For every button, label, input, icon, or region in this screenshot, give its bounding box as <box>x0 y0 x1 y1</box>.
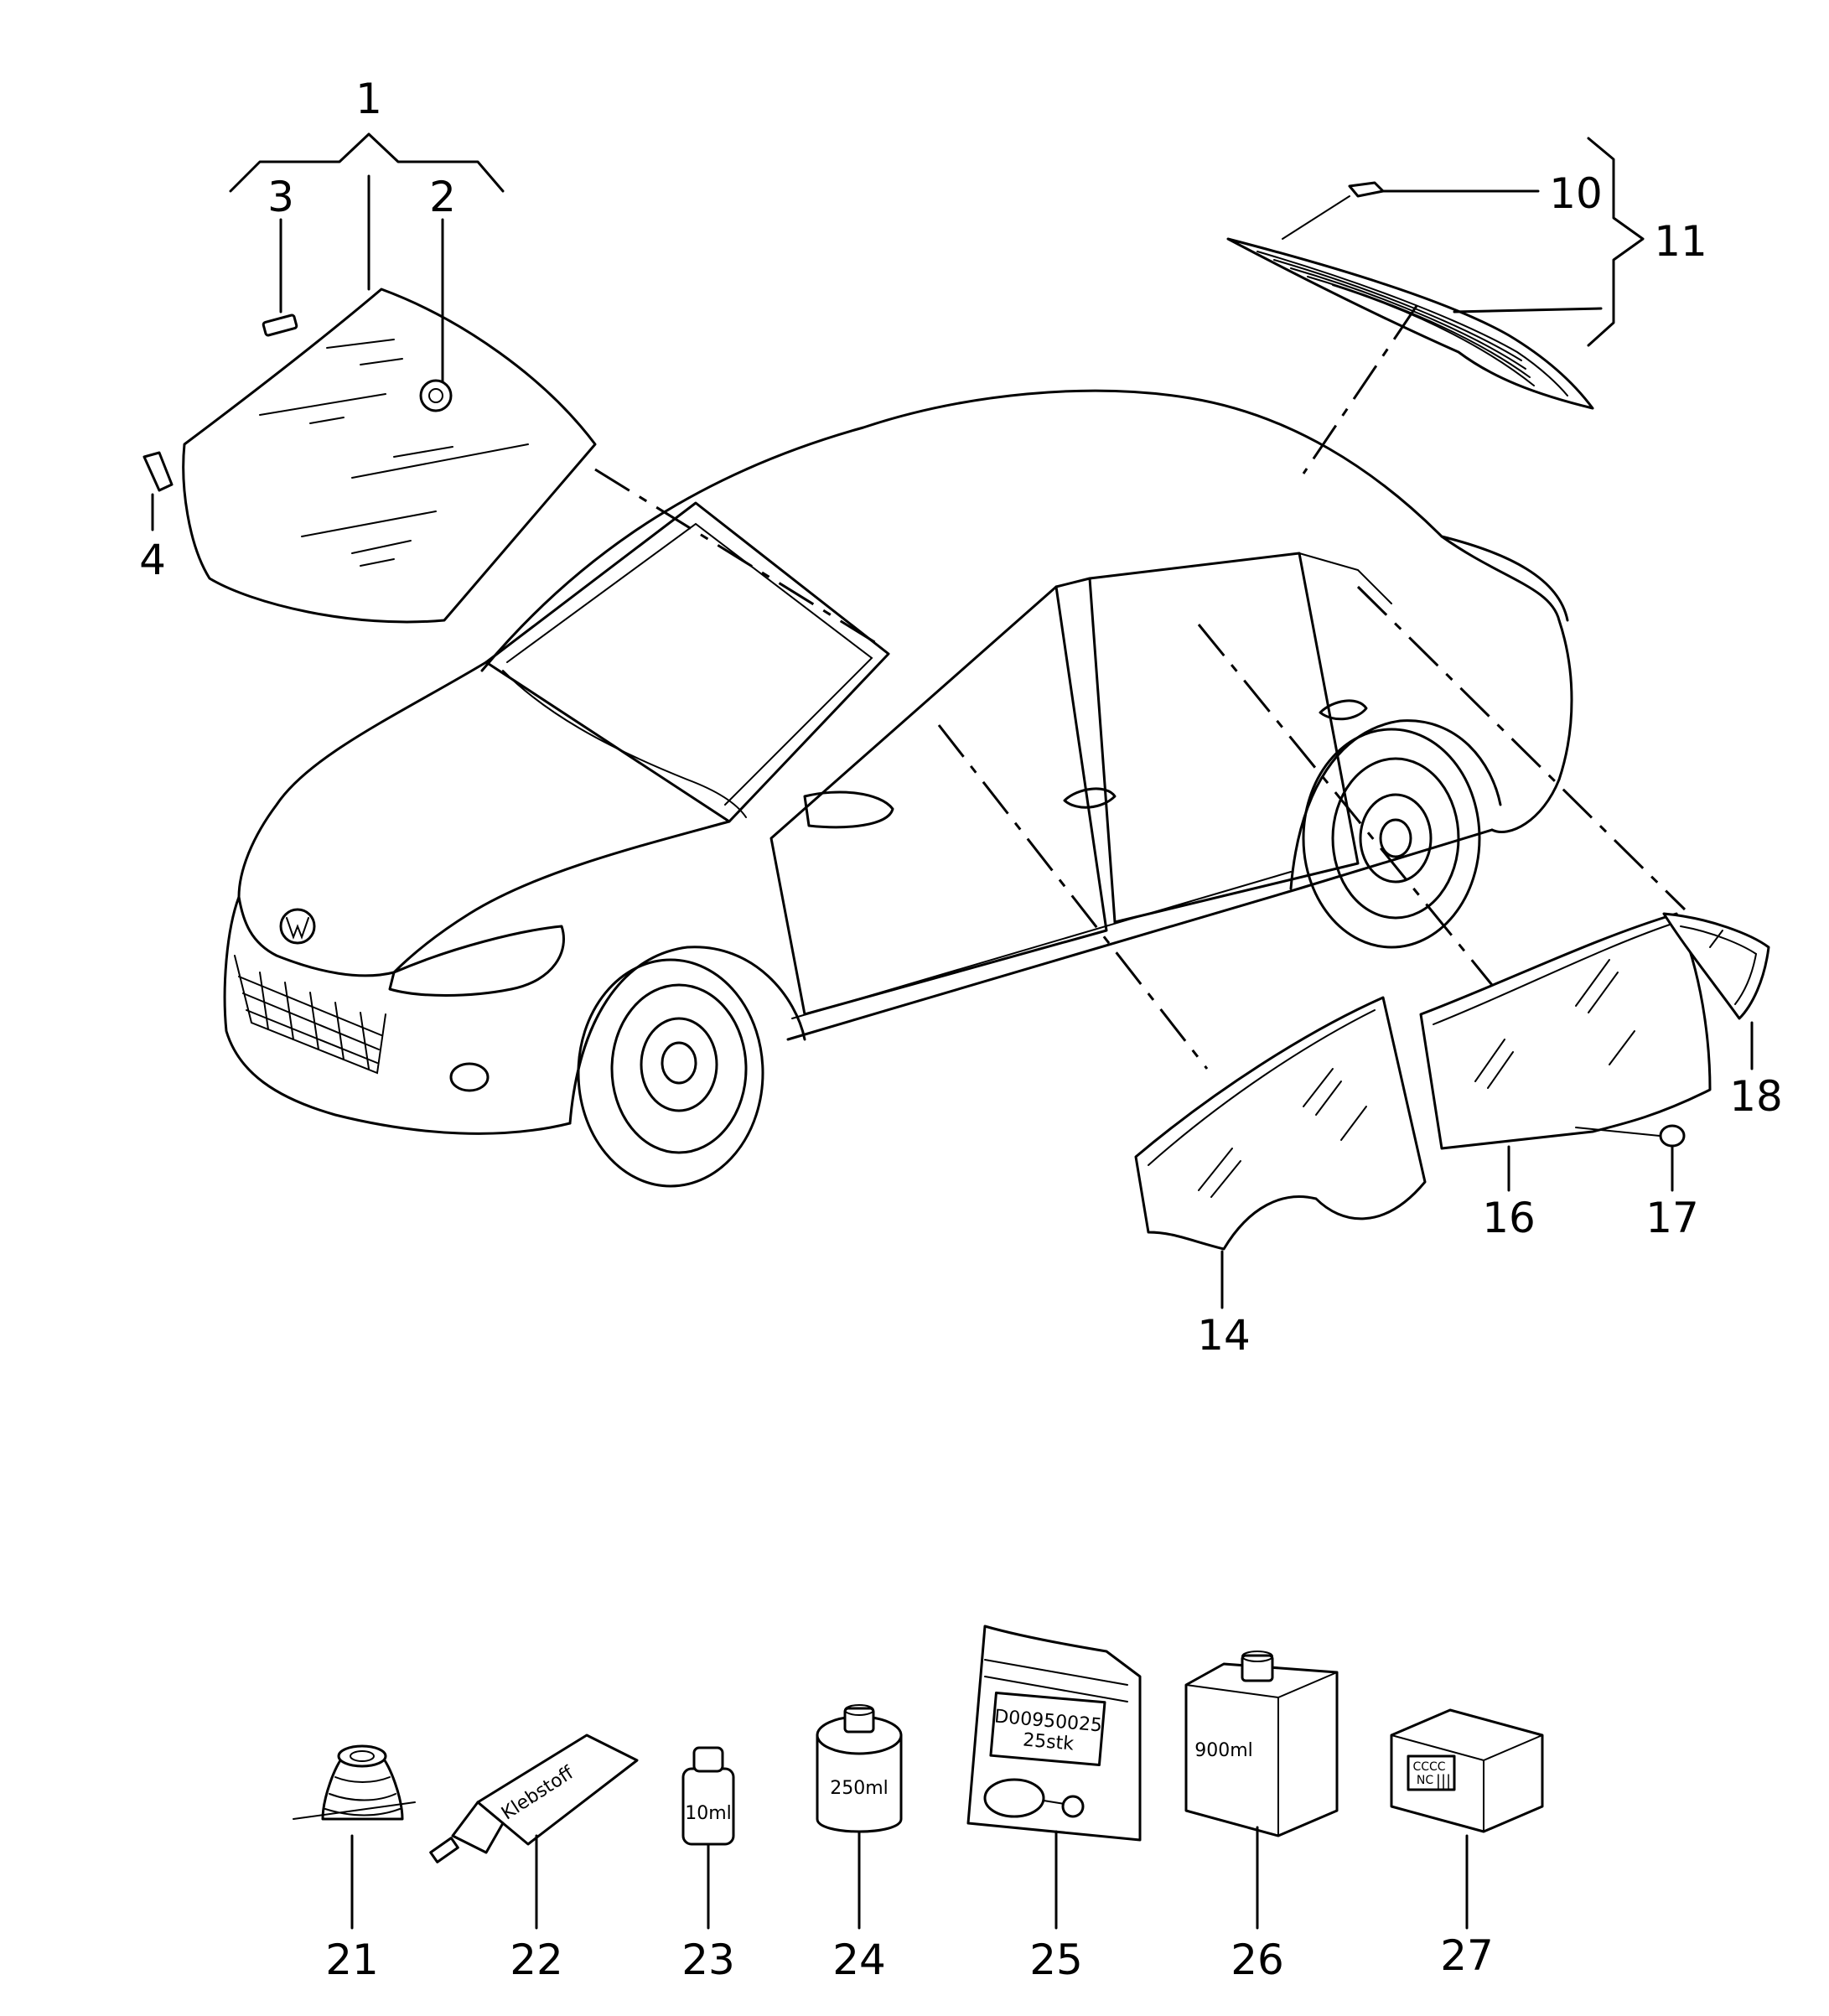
rain-sensor-part <box>419 379 453 412</box>
front-door-glass-part <box>1134 996 1427 1251</box>
glue-tube-accessory: Klebstoff <box>429 1734 639 1930</box>
box-label-marks: ||| <box>1436 1772 1451 1790</box>
primer-bottle-accessory: 10ml <box>681 1746 735 1930</box>
grille-mesh <box>238 972 382 1070</box>
small-bottle-label: 10ml <box>685 1803 732 1824</box>
windshield-part <box>142 288 597 624</box>
callout-26: 26 <box>1231 1936 1284 1984</box>
parts-bag-accessory: D00950025 25stk <box>966 1625 1142 1930</box>
callout-2: 2 <box>429 173 456 221</box>
callout-27: 27 <box>1440 1931 1494 1980</box>
callout-numbers: 1 2 3 4 10 11 14 16 17 18 21 22 23 24 25… <box>139 75 1783 1984</box>
callout-25: 25 <box>1029 1936 1083 1984</box>
callout-1: 1 <box>355 75 382 123</box>
can-label: 250ml <box>830 1778 889 1799</box>
bag-label-line2: 25stk <box>1022 1729 1075 1754</box>
activator-can-accessory: 250ml <box>816 1704 903 1930</box>
front-wheel <box>568 946 806 1188</box>
marking-box-accessory: CCCC NC ||| <box>1390 1708 1544 1930</box>
callout-23: 23 <box>681 1936 735 1984</box>
connector-part <box>1348 181 1385 198</box>
callout-10: 10 <box>1549 169 1603 218</box>
sealing-cone-accessory <box>293 1744 416 1930</box>
callout-24: 24 <box>832 1936 886 1984</box>
canister-label: 900ml <box>1194 1740 1253 1761</box>
quarter-glass-part <box>1662 912 1770 1020</box>
rear-door-glass-part <box>1419 912 1712 1150</box>
glass-clip-part <box>1659 1124 1686 1148</box>
callout-22: 22 <box>510 1936 563 1984</box>
callout-4: 4 <box>139 536 166 584</box>
adhesive-pad-part <box>262 314 298 337</box>
callout-16: 16 <box>1482 1194 1536 1242</box>
cleaner-canister-accessory: 900ml <box>1184 1651 1339 1930</box>
box-label-line1: CCCC <box>1412 1760 1445 1774</box>
sedan-outline <box>223 389 1573 1188</box>
callout-21: 21 <box>325 1936 379 1984</box>
box-label-line2: NC <box>1417 1774 1433 1787</box>
dashed-leaders <box>594 305 1687 1070</box>
rear-wheel <box>1289 719 1502 949</box>
callout-11: 11 <box>1654 217 1707 266</box>
rear-window-part <box>1226 181 1594 410</box>
callout-3: 3 <box>267 173 294 221</box>
callout-18: 18 <box>1729 1072 1783 1121</box>
mirror-bracket-part <box>142 451 174 492</box>
callout-14: 14 <box>1197 1311 1251 1360</box>
callout-17: 17 <box>1645 1194 1699 1242</box>
leader-lines <box>151 132 1754 1309</box>
